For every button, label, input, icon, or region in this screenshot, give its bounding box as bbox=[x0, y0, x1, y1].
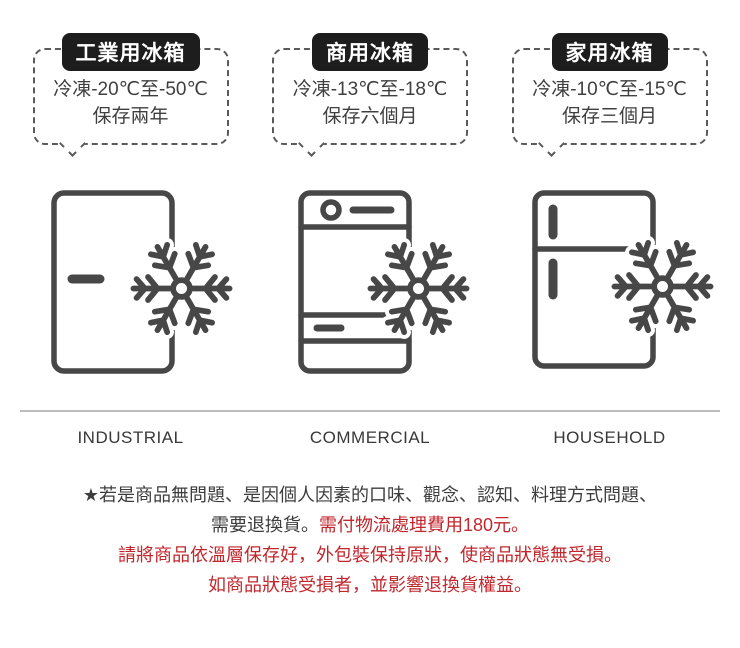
columns-row: 工業用冰箱 冷凍-20℃至-50℃ 保存兩年 商用冰箱 冷凍-13℃至 bbox=[0, 33, 740, 386]
notice-line-4: 如商品狀態受損者，並影響退換貨權益。 bbox=[0, 570, 740, 600]
temperature-range: 冷凍-20℃至-50℃ bbox=[53, 79, 208, 100]
notice-line-3-text: 請將商品依溫層保存好，外包裝保持原狀，使商品狀態無受損。 bbox=[118, 545, 622, 565]
commercial-fridge-icon bbox=[298, 190, 412, 374]
column-household: 家用冰箱 冷凍-10℃至-15℃ 保存三個月 bbox=[493, 33, 726, 386]
notice-line-4-text: 如商品狀態受損者，並影響退換貨權益。 bbox=[208, 575, 532, 595]
notice-line-2-red: 需付物流處理費用180元。 bbox=[318, 515, 530, 535]
notice-line-1: ★若是商品無問題、是因個人因素的口味、觀念、認知、料理方式問題、 bbox=[0, 480, 740, 510]
speech-bubble: 商用冰箱 冷凍-13℃至-18℃ 保存六個月 bbox=[272, 33, 468, 157]
notice-line-2: 需要退換貨。需付物流處理費用180元。 bbox=[0, 510, 740, 540]
category-badge: 家用冰箱 bbox=[551, 33, 668, 71]
category-badge: 商用冰箱 bbox=[312, 33, 428, 71]
storage-duration: 保存兩年 bbox=[92, 106, 169, 127]
industrial-art bbox=[26, 181, 236, 386]
temperature-range: 冷凍-10℃至-15℃ bbox=[532, 79, 687, 100]
commercial-art bbox=[265, 181, 475, 386]
notice-line-2-dark: 需要退換貨。 bbox=[210, 515, 319, 535]
notice-line-1-text: ★若是商品無問題、是因個人因素的口味、觀念、認知、料理方式問題、 bbox=[82, 485, 658, 505]
return-policy-notice: ★若是商品無問題、是因個人因素的口味、觀念、認知、料理方式問題、 需要退換貨。需… bbox=[0, 480, 740, 600]
storage-duration: 保存六個月 bbox=[322, 106, 418, 127]
snowflake-icon bbox=[361, 231, 476, 346]
snowflake-icon bbox=[124, 231, 239, 346]
label-household: HOUSEHOLD bbox=[553, 428, 666, 447]
speech-bubble: 工業用冰箱 冷凍-20℃至-50℃ 保存兩年 bbox=[32, 33, 229, 157]
category-badge: 工業用冰箱 bbox=[61, 33, 200, 71]
column-industrial: 工業用冰箱 冷凍-20℃至-50℃ 保存兩年 bbox=[14, 33, 247, 386]
temperature-range: 冷凍-13℃至-18℃ bbox=[292, 79, 448, 100]
section-divider bbox=[20, 410, 720, 412]
english-labels-row: INDUSTRIAL COMMERCIAL HOUSEHOLD bbox=[0, 428, 740, 448]
speech-bubble: 家用冰箱 冷凍-10℃至-15℃ 保存三個月 bbox=[511, 33, 708, 157]
bubble-tail bbox=[298, 130, 325, 157]
bubble-tail bbox=[58, 130, 86, 157]
household-fridge-icon bbox=[531, 190, 656, 369]
household-art bbox=[505, 181, 715, 386]
notice-line-3: 請將商品依溫層保存好，外包裝保持原狀，使商品狀態無受損。 bbox=[0, 540, 740, 570]
label-industrial: INDUSTRIAL bbox=[77, 428, 184, 447]
label-commercial: COMMERCIAL bbox=[309, 428, 431, 447]
snowflake-icon bbox=[605, 229, 720, 344]
bubble-tail bbox=[537, 130, 565, 157]
column-commercial: 商用冰箱 冷凍-13℃至-18℃ 保存六個月 bbox=[254, 33, 487, 386]
storage-duration: 保存三個月 bbox=[561, 106, 657, 127]
